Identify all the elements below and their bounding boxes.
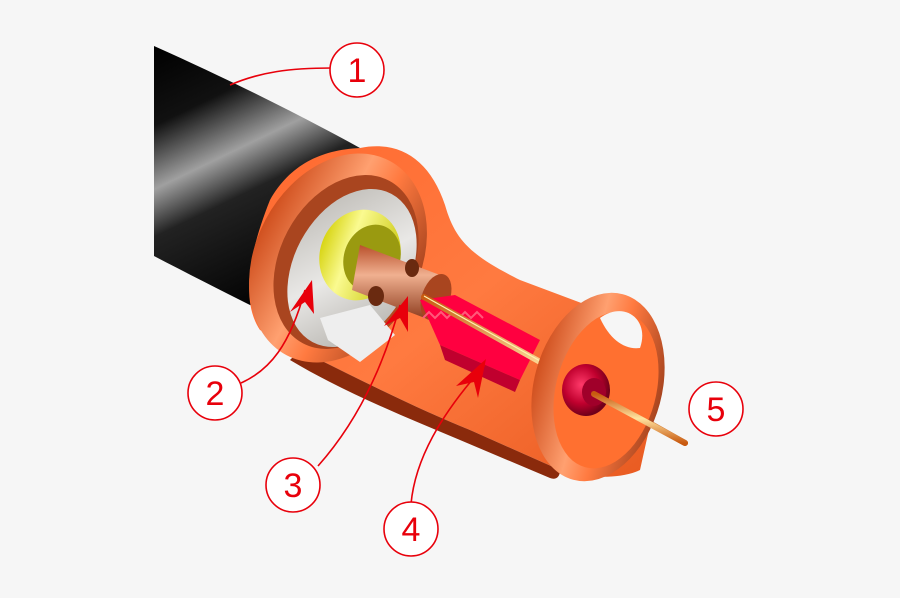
arrowhead-2: [290, 280, 314, 314]
callout-1: 1: [329, 42, 385, 98]
leader-1: [229, 67, 333, 86]
leader-3: [317, 304, 401, 467]
callout-3: 3: [265, 457, 321, 513]
callout-4-label: 4: [402, 511, 421, 549]
callout-5-label: 5: [707, 391, 726, 429]
arrowheads: [290, 280, 486, 398]
callout-1-label: 1: [348, 52, 367, 90]
callout-2: 2: [187, 365, 243, 421]
callout-5: 5: [688, 381, 744, 437]
arrowhead-4: [456, 359, 486, 398]
callout-2-label: 2: [206, 375, 225, 413]
callout-4: 4: [383, 501, 439, 557]
callout-3-label: 3: [284, 467, 303, 505]
leader-2: [240, 289, 306, 384]
arrowhead-3: [384, 296, 408, 332]
red-end-cap: [562, 364, 688, 446]
